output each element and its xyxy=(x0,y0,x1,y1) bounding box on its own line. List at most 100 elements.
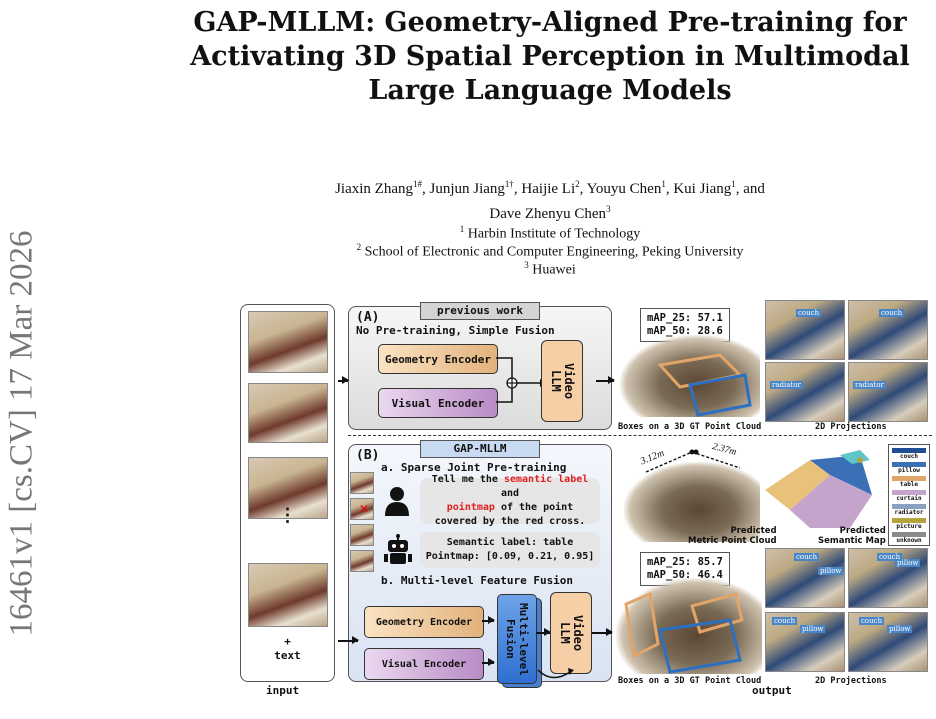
section-b-title: b. Multi-level Feature Fusion xyxy=(381,574,574,587)
author-name: , Haijie Li xyxy=(513,181,576,197)
map50-a: mAP_50: 28.6 xyxy=(647,325,723,337)
user-icon xyxy=(385,487,409,516)
proj-a-3: radiator xyxy=(765,362,845,422)
proj-caption-b: 2D Projections xyxy=(815,676,887,686)
video-llm-b: Video LLM xyxy=(550,592,592,674)
legend-swatch xyxy=(892,462,926,467)
legend-swatch xyxy=(892,490,926,495)
panel-a-tab: previous work xyxy=(420,302,540,320)
arrow-input-b xyxy=(338,637,359,643)
proj-a-1: couch xyxy=(765,300,845,360)
bbox-overlay-b xyxy=(624,591,744,674)
geometry-encoder-b: Geometry Encoder xyxy=(364,606,484,638)
legend-label: pillow xyxy=(898,467,920,474)
author-sup: 1# xyxy=(412,179,422,189)
arrow-a-output xyxy=(596,377,615,383)
input-ellipsis: ⋮ xyxy=(278,505,297,526)
title-line-1: GAP-MLLM: Geometry-Aligned Pre-training … xyxy=(193,7,907,38)
legend-item: curtain xyxy=(892,490,926,502)
proj-a-2: couch xyxy=(848,300,928,360)
section-divider xyxy=(348,435,932,436)
legend-label: curtain xyxy=(896,495,922,502)
fusion-connector-a xyxy=(496,357,546,403)
pred-semantic-caption: Predicted Semantic Map xyxy=(818,526,886,546)
legend-item: picture xyxy=(892,518,926,530)
panel-b-tab: GAP-MLLM xyxy=(420,440,540,458)
legend-item: pillow xyxy=(892,462,926,474)
bbox-overlay-a xyxy=(657,353,752,417)
affiliation-3: 3 Huawei xyxy=(524,260,576,278)
author-name: , Junjun Jiang xyxy=(421,181,505,197)
legend-swatch xyxy=(892,504,926,509)
map25-a: mAP_25: 57.1 xyxy=(647,312,723,324)
author-sup: 1 xyxy=(731,179,736,189)
panel-b-letter: (B) xyxy=(356,448,380,463)
legend-swatch xyxy=(892,448,926,453)
multi-level-fusion: Multi-level Fusion xyxy=(497,594,537,684)
legend-label: unknown xyxy=(896,537,922,544)
author-sup: 3 xyxy=(606,204,611,214)
answer-pointmap: Pointmap: [0.09, 0.21, 0.95] xyxy=(425,551,595,562)
author-name: , Kui Jiang xyxy=(665,181,732,197)
predicted-metric-point-cloud xyxy=(624,462,760,542)
pretrain-frame-2: ✕ xyxy=(350,498,374,520)
input-panel: ⋮ + text xyxy=(240,304,335,682)
arrow-fusion-llm xyxy=(536,629,551,635)
author-name: , Youyu Chen xyxy=(579,181,662,197)
title-line-3: Large Language Models xyxy=(368,75,732,106)
input-frame-4 xyxy=(248,563,328,627)
author-name: Dave Zhenyu Chen xyxy=(489,206,607,222)
pred-metric-caption: Predicted Metric Point Cloud xyxy=(688,526,777,546)
visual-encoder-a: Visual Encoder xyxy=(378,388,498,418)
output-label: output xyxy=(752,684,792,697)
arrow-b-output xyxy=(592,629,613,635)
arxiv-stamp: 16461v1 [cs.CV] 17 Mar 2026 xyxy=(3,230,40,637)
author-list: Jiaxin Zhang1#, Junjun Jiang1†, Haijie L… xyxy=(180,174,920,224)
boxes-caption-a: Boxes on a 3D GT Point Cloud xyxy=(618,422,762,432)
section-a-title: a. Sparse Joint Pre-training xyxy=(381,461,567,474)
author-name: Jiaxin Zhang xyxy=(335,181,413,197)
answer-semantic: Semantic label: table xyxy=(446,537,574,548)
feedback-arrow xyxy=(537,668,574,679)
semantic-legend: couch pillow table curtain radiator picture un… xyxy=(888,444,930,546)
proj-a-4: radiator xyxy=(848,362,928,422)
author-sup: 1† xyxy=(504,179,514,189)
red-cross-icon: ✕ xyxy=(359,502,370,516)
arrow-input-a xyxy=(338,377,349,383)
predicted-semantic-map xyxy=(765,450,872,528)
boxes-caption-b: Boxes on a 3D GT Point Cloud xyxy=(618,676,762,686)
pretrain-frame-1 xyxy=(350,472,374,494)
legend-label: picture xyxy=(896,523,922,530)
video-llm-a: Video LLM xyxy=(541,340,583,422)
visual-encoder-b: Visual Encoder xyxy=(364,648,484,680)
legend-swatch xyxy=(892,532,926,537)
legend-swatch xyxy=(892,518,926,523)
arrow-geo-fusion xyxy=(482,617,495,623)
input-frame-2 xyxy=(248,383,328,443)
map25-b: mAP_25: 85.7 xyxy=(647,556,723,568)
legend-item: unknown xyxy=(892,532,926,544)
input-frame-1 xyxy=(248,311,328,373)
affiliation-1: 1 Harbin Institute of Technology xyxy=(459,224,641,242)
input-frame-3 xyxy=(248,457,328,519)
pretrain-frame-4 xyxy=(350,550,374,572)
paper-title: GAP-MLLM: Geometry-Aligned Pre-training … xyxy=(170,6,930,108)
legend-item: radiator xyxy=(892,504,926,516)
legend-label: table xyxy=(899,481,919,488)
legend-item: couch xyxy=(892,448,926,460)
panel-a-letter: (A) xyxy=(356,310,380,325)
title-line-2: Activating 3D Spatial Perception in Mult… xyxy=(190,41,910,72)
arrow-vis-fusion xyxy=(482,659,495,665)
robot-icon xyxy=(384,534,412,564)
pretrain-frame-3 xyxy=(350,524,374,546)
input-label: input xyxy=(266,684,300,697)
author-sup: 2 xyxy=(575,179,580,189)
proj-caption-a: 2D Projections xyxy=(815,422,887,432)
legend-label: radiator xyxy=(894,509,924,516)
author-conjunction: , and xyxy=(735,181,765,197)
input-text-label: + text xyxy=(274,635,301,662)
